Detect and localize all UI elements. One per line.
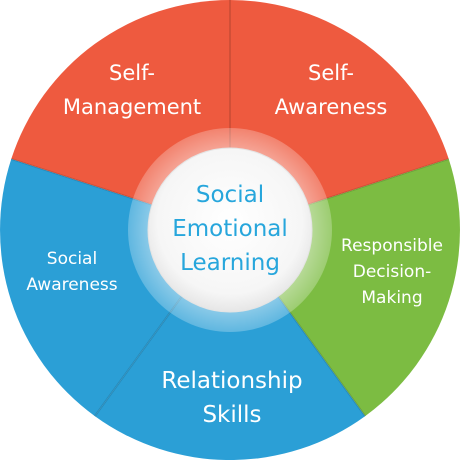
center-label: Social Emotional Learning (172, 182, 288, 276)
center-label-line-1: Social (196, 182, 264, 208)
social-awareness-label-line-2: Awareness (26, 275, 117, 295)
responsible-decision-making-label-line-3: Making (361, 288, 422, 308)
segment-labels: Self- Awareness Responsible Decision- Ma… (26, 61, 443, 428)
center-label-line-2: Emotional (172, 216, 288, 242)
responsible-decision-making-label-line-2: Decision- (353, 262, 432, 282)
center-circle[interactable] (147, 147, 313, 313)
self-management-label-line-1: Self- (109, 61, 155, 85)
self-awareness-label-line-2: Awareness (275, 95, 388, 119)
responsible-decision-making-label-line-1: Responsible (341, 236, 443, 256)
center-label-line-3: Learning (180, 250, 280, 276)
social-awareness-label-line-1: Social (47, 249, 97, 269)
self-management-label-line-2: Management (63, 95, 201, 119)
self-awareness-label-line-1: Self- (308, 61, 354, 85)
relationship-skills-label-line-1: Relationship (161, 368, 302, 394)
relationship-skills-label-line-2: Skills (202, 402, 261, 428)
wedge-relationship-skills[interactable] (94, 230, 366, 460)
